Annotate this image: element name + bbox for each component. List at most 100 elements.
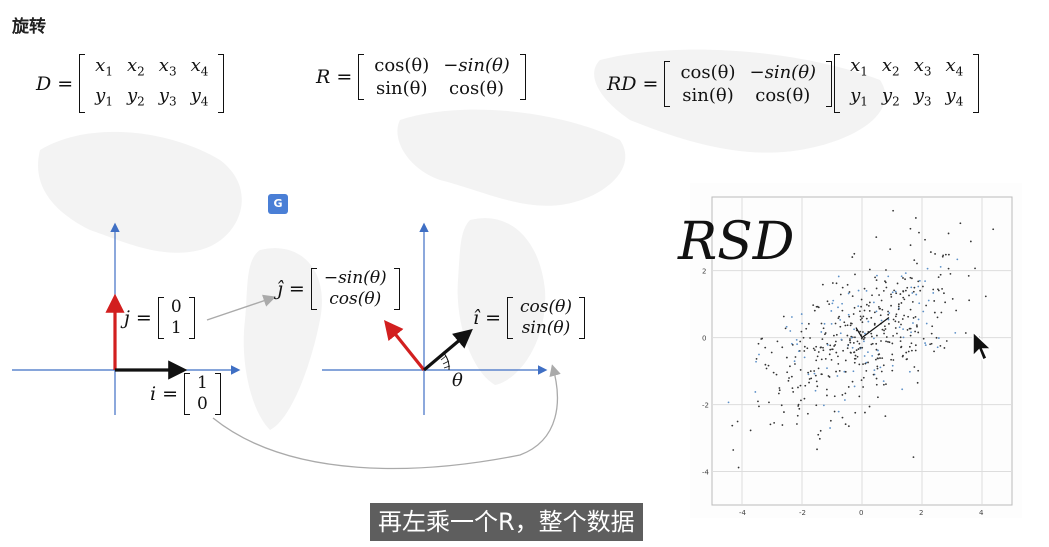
scatter-point	[910, 286, 913, 289]
scatter-point	[937, 288, 939, 291]
scatter-point	[891, 364, 894, 367]
scatter-point	[883, 332, 885, 335]
scatter-point	[909, 227, 912, 230]
scatter-point	[943, 347, 946, 349]
scatter-point	[876, 365, 879, 368]
scatter-point	[900, 275, 903, 278]
scatter-point	[884, 281, 887, 284]
scatter-point	[902, 336, 905, 339]
scatter-point	[896, 282, 899, 285]
scatter-point	[904, 289, 907, 292]
scatter-point	[797, 350, 800, 353]
scatter-point	[868, 268, 871, 271]
scatter-point	[901, 388, 904, 391]
scatter-point	[873, 311, 876, 314]
scatter-point	[816, 448, 818, 451]
scatter-point	[909, 244, 912, 247]
scatter-point	[914, 349, 917, 352]
scatter-point	[939, 273, 942, 276]
scatter-point	[755, 360, 757, 363]
scatter-point	[955, 309, 958, 312]
scatter-point	[894, 327, 897, 329]
scatter-point	[879, 366, 882, 369]
scatter-point	[910, 331, 912, 334]
scatter-point	[769, 423, 772, 426]
scatter-point	[852, 313, 855, 315]
scatter-point	[879, 357, 881, 359]
x-tick-label: 4	[979, 509, 984, 517]
scatter-point	[947, 232, 950, 235]
scatter-point	[924, 280, 926, 283]
scatter-point	[804, 384, 807, 387]
page-title: 旋转	[12, 17, 46, 37]
scatter-point	[894, 320, 897, 323]
theta-arc	[442, 351, 450, 371]
matrix-r: cos(θ)−sin(θ)sin(θ)cos(θ)	[358, 54, 526, 100]
scatter-point	[821, 338, 824, 340]
scatter-point	[849, 338, 851, 340]
scatter-point	[875, 383, 878, 386]
scatter-point	[876, 367, 879, 370]
scatter-point	[805, 327, 808, 330]
scatter-point	[888, 322, 890, 325]
scatter-point	[820, 331, 823, 333]
matrix-cell: y1	[850, 84, 868, 109]
scatter-point	[901, 318, 904, 320]
scatter-point	[908, 327, 911, 330]
scatter-point	[857, 289, 860, 292]
scatter-point	[860, 379, 863, 382]
scatter-point	[863, 336, 866, 339]
matrix-cell: y3	[158, 84, 177, 109]
scatter-point	[890, 358, 893, 361]
translate-icon[interactable]: G	[268, 194, 288, 214]
scatter-point	[916, 325, 918, 328]
scatter-point	[834, 322, 837, 325]
principal-direction-line	[861, 317, 890, 339]
scatter-point	[906, 286, 909, 289]
scatter-point	[788, 377, 790, 379]
scatter-point	[871, 355, 874, 357]
scatter-point	[949, 272, 952, 275]
scatter-point	[854, 354, 857, 357]
scatter-point	[933, 311, 936, 314]
scatter-point	[838, 315, 841, 318]
scatter-point	[813, 372, 816, 375]
matrix-cell: cos(θ)	[680, 61, 736, 83]
matrix-cell: y3	[913, 84, 932, 109]
scatter-point	[912, 317, 915, 319]
scatter-point	[932, 288, 935, 291]
scatter-point	[936, 346, 939, 349]
scatter-point	[922, 337, 925, 340]
scatter-point	[764, 363, 767, 366]
scatter-point	[858, 363, 861, 366]
matrix-cell: −sin(θ)	[443, 55, 510, 76]
scatter-point	[894, 315, 897, 318]
scatter-point	[847, 292, 850, 295]
scatter-point	[801, 322, 803, 325]
scatter-point	[796, 414, 799, 417]
scatter-point	[881, 357, 884, 360]
scatter-point	[916, 262, 918, 265]
scatter-point	[837, 317, 840, 320]
scatter-point	[937, 337, 940, 339]
scatter-point	[802, 336, 805, 339]
x-tick-label: 2	[919, 509, 923, 517]
scatter-point	[891, 353, 894, 356]
matrix-rd-left: cos(θ)−sin(θ)sin(θ)cos(θ)	[664, 60, 833, 107]
scatter-point	[919, 289, 922, 292]
scatter-point	[954, 331, 957, 334]
scatter-point	[913, 366, 916, 368]
scatter-point	[967, 274, 970, 277]
scatter-point	[851, 380, 854, 383]
scatter-point	[842, 349, 844, 352]
scatter-point	[834, 343, 837, 346]
scatter-point	[908, 294, 910, 297]
scatter-point	[903, 314, 905, 317]
scatter-point	[807, 371, 810, 374]
equation-r: R = cos(θ)−sin(θ)sin(θ)cos(θ)	[316, 54, 526, 100]
scatter-point	[813, 370, 816, 372]
scatter-point	[875, 377, 878, 380]
scatter-point	[844, 399, 846, 401]
subtitle-caption: 再左乘一个R，整个数据	[370, 503, 643, 541]
